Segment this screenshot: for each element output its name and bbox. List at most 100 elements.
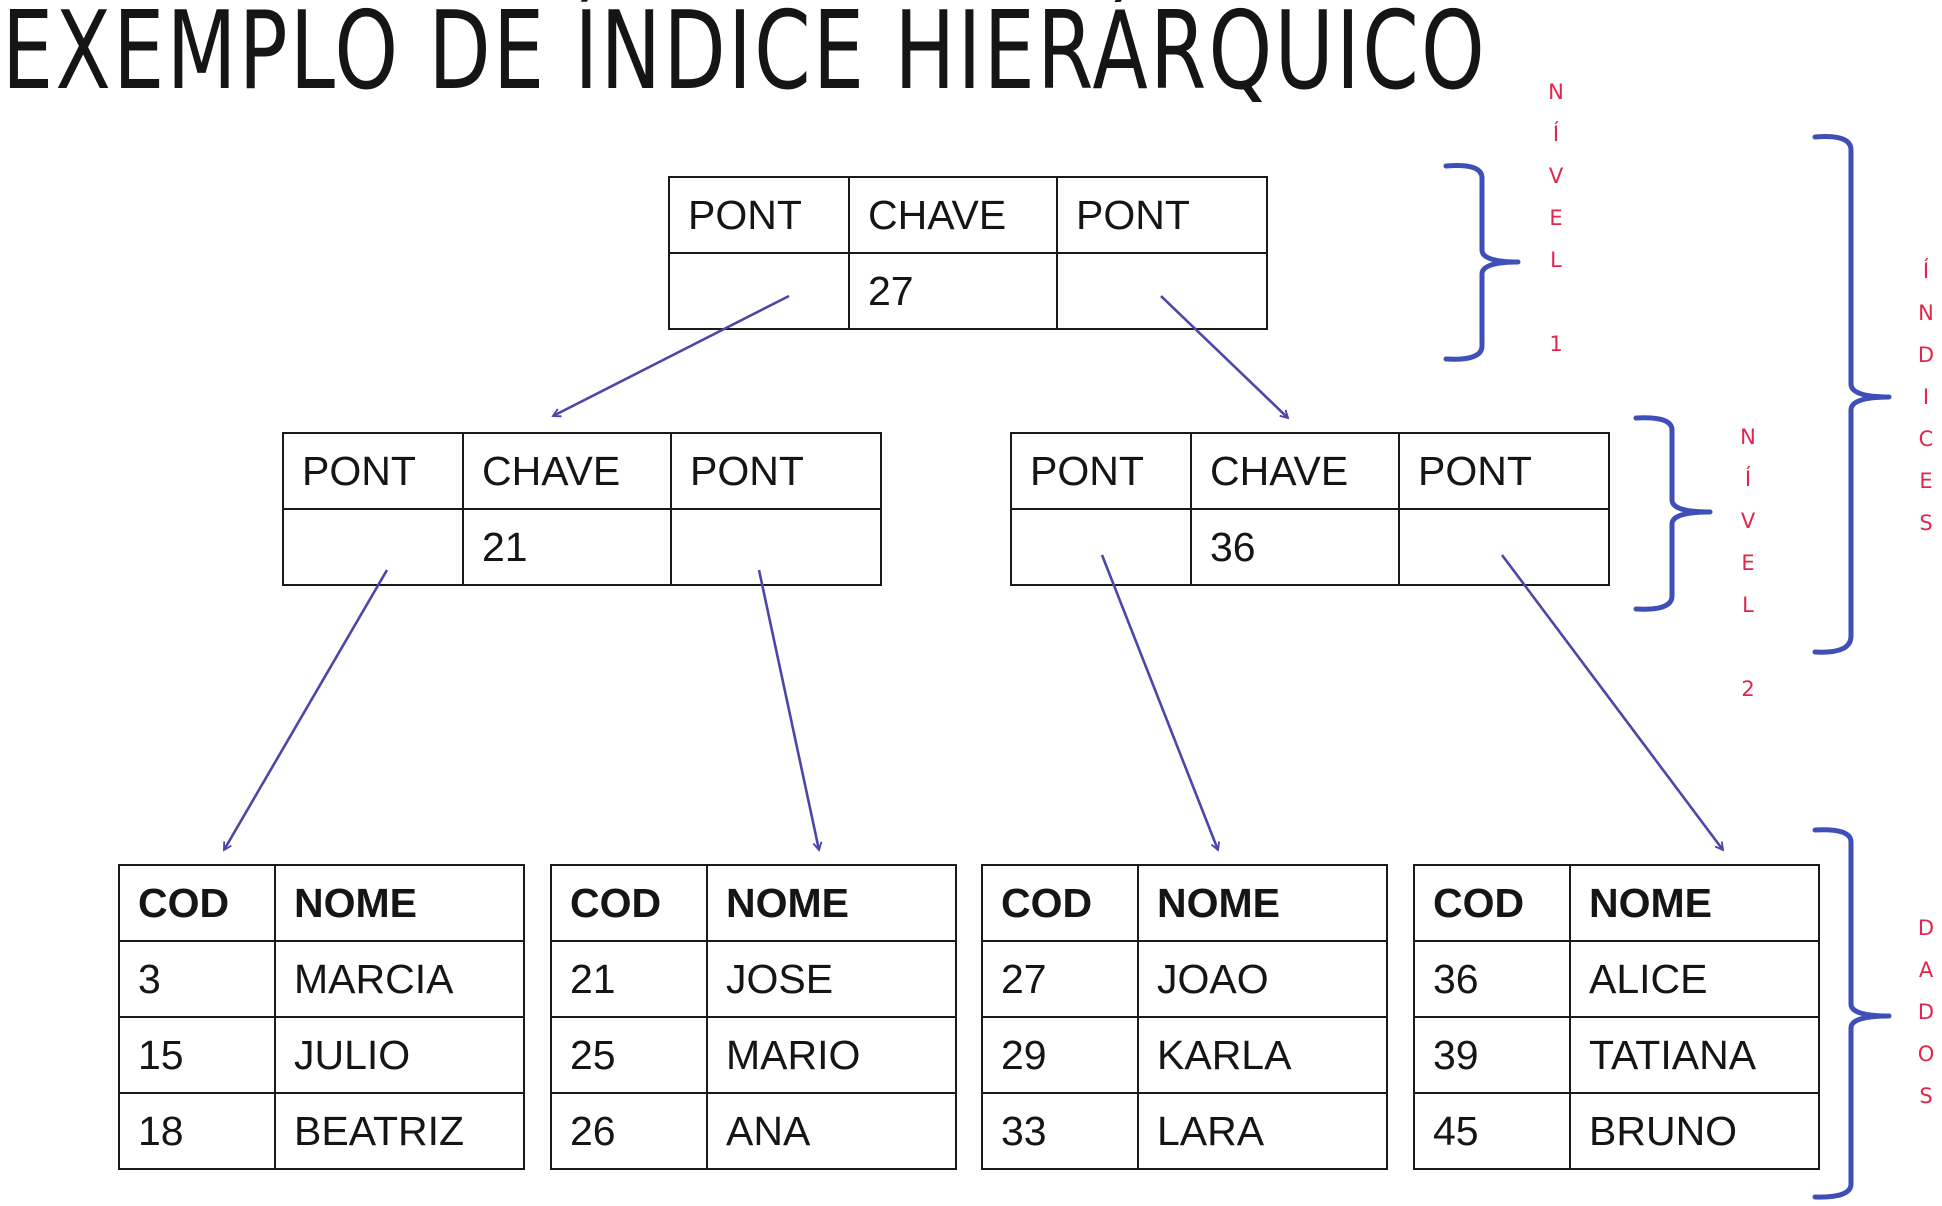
cod-cell: 45: [1413, 1092, 1571, 1170]
table-row: 36 ALICE: [1413, 940, 1820, 1018]
header-pont-right: PONT: [1056, 176, 1268, 254]
cod-cell: 3: [118, 940, 276, 1018]
cod-cell: 36: [1413, 940, 1571, 1018]
annotation-letter: L: [1550, 248, 1562, 272]
table-row: 45 BRUNO: [1413, 1092, 1820, 1170]
header-cod: COD: [550, 864, 708, 942]
brace-nivel-1: [1443, 163, 1521, 362]
header-nome: NOME: [706, 864, 957, 942]
nome-cell: JOAO: [1137, 940, 1388, 1018]
nome-cell: BEATRIZ: [274, 1092, 525, 1170]
nome-cell: TATIANA: [1569, 1016, 1820, 1094]
data-header-row: COD NOME: [1413, 864, 1820, 942]
nome-cell: ANA: [706, 1092, 957, 1170]
key-cell: 21: [462, 508, 672, 586]
nome-cell: LARA: [1137, 1092, 1388, 1170]
annotation-letter: D: [1917, 343, 1935, 367]
table-row: 27 JOAO: [981, 940, 1388, 1018]
pointer-arrow: [1100, 554, 1218, 850]
nome-cell: JOSE: [706, 940, 957, 1018]
index-value-row: 27: [668, 252, 1268, 330]
index-node-right: PONT CHAVE PONT 36: [1010, 432, 1610, 586]
index-header-row: PONT CHAVE PONT: [282, 432, 882, 510]
cod-cell: 27: [981, 940, 1139, 1018]
annotation-letter: C: [1918, 427, 1934, 451]
index-value-row: 36: [1010, 508, 1610, 586]
cod-cell: 21: [550, 940, 708, 1018]
annotation-letter: S: [1919, 511, 1933, 535]
brace-nivel-2: [1633, 415, 1713, 612]
annotation-letter: V: [1740, 509, 1756, 533]
annotation-letter: O: [1917, 1042, 1935, 1066]
data-block-2: COD NOME 21 JOSE 25 MARIO 26 ANA: [550, 864, 957, 1170]
annotation-letter: Í: [1922, 259, 1930, 283]
table-row: 15 JULIO: [118, 1016, 525, 1094]
index-node-root: PONT CHAVE PONT 27: [668, 176, 1268, 330]
header-chave: CHAVE: [462, 432, 672, 510]
data-header-row: COD NOME: [550, 864, 957, 942]
nome-cell: ALICE: [1569, 940, 1820, 1018]
header-nome: NOME: [274, 864, 525, 942]
pointer-left-cell: [668, 252, 850, 330]
annotation-letter: N: [1548, 80, 1564, 104]
header-cod: COD: [118, 864, 276, 942]
data-block-1: COD NOME 3 MARCIA 15 JULIO 18 BEATRIZ: [118, 864, 525, 1170]
cod-cell: 33: [981, 1092, 1139, 1170]
nome-cell: MARIO: [706, 1016, 957, 1094]
table-row: 26 ANA: [550, 1092, 957, 1170]
key-cell: 27: [848, 252, 1058, 330]
table-row: 33 LARA: [981, 1092, 1388, 1170]
nome-cell: BRUNO: [1569, 1092, 1820, 1170]
header-chave: CHAVE: [848, 176, 1058, 254]
index-value-row: 21: [282, 508, 882, 586]
pointer-right-cell: [1398, 508, 1610, 586]
header-cod: COD: [981, 864, 1139, 942]
table-row: 25 MARIO: [550, 1016, 957, 1094]
annotation-letter: L: [1742, 593, 1754, 617]
header-pont-left: PONT: [668, 176, 850, 254]
cod-cell: 25: [550, 1016, 708, 1094]
data-header-row: COD NOME: [118, 864, 525, 942]
nome-cell: KARLA: [1137, 1016, 1388, 1094]
nome-cell: JULIO: [274, 1016, 525, 1094]
annotation-letter: A: [1918, 958, 1934, 982]
pointer-arrow: [1500, 554, 1723, 850]
annotation-letter: N: [1740, 425, 1756, 449]
table-row: 29 KARLA: [981, 1016, 1388, 1094]
cod-cell: 15: [118, 1016, 276, 1094]
annotation-letter: E: [1741, 551, 1755, 575]
header-cod: COD: [1413, 864, 1571, 942]
annotation-letter: D: [1917, 1000, 1935, 1024]
index-header-row: PONT CHAVE PONT: [1010, 432, 1610, 510]
annotation-letter: Í: [1744, 467, 1752, 491]
pointer-right-cell: [1056, 252, 1268, 330]
pointer-left-cell: [1010, 508, 1192, 586]
cod-cell: 26: [550, 1092, 708, 1170]
annotation-letter: N: [1918, 301, 1934, 325]
pointer-left-cell: [282, 508, 464, 586]
cod-cell: 29: [981, 1016, 1139, 1094]
index-header-row: PONT CHAVE PONT: [668, 176, 1268, 254]
index-node-left: PONT CHAVE PONT 21: [282, 432, 882, 586]
header-pont-right: PONT: [1398, 432, 1610, 510]
pointer-arrow: [222, 569, 389, 850]
header-nome: NOME: [1137, 864, 1388, 942]
brace-dados: [1812, 827, 1892, 1200]
key-cell: 36: [1190, 508, 1400, 586]
table-row: 3 MARCIA: [118, 940, 525, 1018]
data-block-3: COD NOME 27 JOAO 29 KARLA 33 LARA: [981, 864, 1388, 1170]
nome-cell: MARCIA: [274, 940, 525, 1018]
annotation-letter: 1: [1549, 332, 1563, 356]
pointer-arrow: [553, 294, 790, 416]
annotation-letter: I: [1922, 385, 1930, 409]
header-pont-right: PONT: [670, 432, 882, 510]
data-header-row: COD NOME: [981, 864, 1388, 942]
header-pont-left: PONT: [282, 432, 464, 510]
header-nome: NOME: [1569, 864, 1820, 942]
annotation-letter: 2: [1741, 677, 1755, 701]
